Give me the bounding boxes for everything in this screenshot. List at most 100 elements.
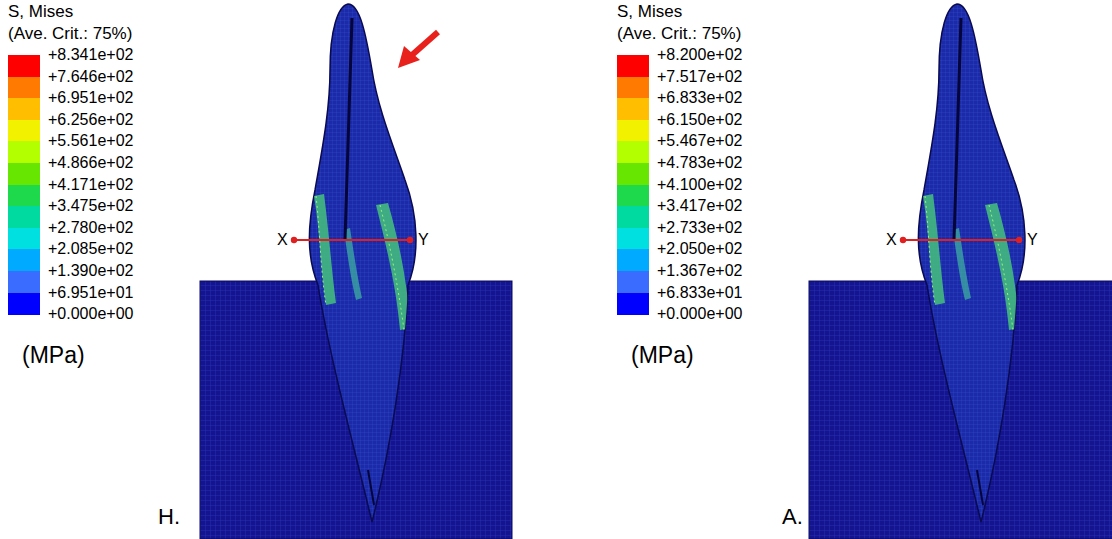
legend-slot: +1.390e+02	[48, 261, 133, 281]
pointer-arrowhead	[398, 46, 420, 68]
unit-label: (MPa)	[631, 342, 694, 370]
legend-slot: +4.171e+02	[48, 175, 133, 195]
label-slot: Y	[1027, 230, 1038, 249]
legend-title: S, Mises	[8, 2, 73, 22]
legend-swatch	[8, 185, 40, 207]
legend-value: +7.517e+02	[657, 67, 742, 87]
unit-label: (MPa)	[22, 342, 85, 370]
label-slot: S, Mises	[617, 2, 682, 22]
label-slot: (Ave. Crit.: 75%)	[617, 24, 741, 44]
legend-slot: +1.367e+02	[657, 261, 742, 281]
legend-swatch	[617, 141, 649, 163]
legend-value: +4.783e+02	[657, 153, 742, 173]
legend-swatch	[617, 249, 649, 271]
legend-subtitle: (Ave. Crit.: 75%)	[617, 24, 741, 44]
legend-swatch	[8, 228, 40, 250]
legend-value: +6.150e+02	[657, 110, 742, 130]
legend-swatch	[617, 98, 649, 120]
legend-swatch	[617, 77, 649, 99]
legend-slot: +3.417e+02	[657, 196, 742, 216]
legend-swatch	[8, 77, 40, 99]
legend-swatch	[617, 293, 649, 315]
legend-slot: +4.100e+02	[657, 175, 742, 195]
legend-value: +5.561e+02	[48, 131, 133, 151]
legend-slot: +6.150e+02	[657, 110, 742, 130]
legend-value: +2.733e+02	[657, 218, 742, 238]
legend-swatch	[617, 185, 649, 207]
legend-slot: +6.256e+02	[48, 110, 133, 130]
legend-value: +2.050e+02	[657, 239, 742, 259]
legend-value: +5.467e+02	[657, 131, 742, 151]
legend-slot: +3.475e+02	[48, 196, 133, 216]
legend-value: +0.000e+00	[48, 304, 133, 324]
label-slot: (MPa)	[631, 342, 694, 370]
legend-swatch	[8, 249, 40, 271]
legend-value: +6.951e+01	[48, 283, 133, 303]
legend-value: +7.646e+02	[48, 67, 133, 87]
label-slot: S, Mises	[8, 2, 73, 22]
legend-swatch	[8, 141, 40, 163]
legend-slot: +4.866e+02	[48, 153, 133, 173]
legend-value: +8.200e+02	[657, 45, 742, 65]
legend-slot: +6.833e+02	[657, 88, 742, 108]
legend-value: +1.367e+02	[657, 261, 742, 281]
legend-value: +4.866e+02	[48, 153, 133, 173]
legend-slot: +7.517e+02	[657, 67, 742, 87]
legend-slot: +5.561e+02	[48, 131, 133, 151]
legend-swatch	[617, 163, 649, 185]
legend-swatch	[617, 55, 649, 77]
panel-letter: A.	[782, 504, 803, 530]
pointer-arrow	[412, 32, 438, 55]
legend-value: +6.833e+02	[657, 88, 742, 108]
legend-value: +2.085e+02	[48, 239, 133, 259]
legend-slot: +2.780e+02	[48, 218, 133, 238]
label-slot: Y	[418, 230, 429, 249]
legend-value: +4.171e+02	[48, 175, 133, 195]
legend-slot: +0.000e+00	[48, 304, 133, 324]
legend-swatch	[8, 293, 40, 315]
section-end-label: X	[886, 230, 897, 249]
legend-value: +0.000e+00	[657, 304, 742, 324]
legend-slot: +6.833e+01	[657, 283, 742, 303]
legend-value: +1.390e+02	[48, 261, 133, 281]
legend-slot: +2.085e+02	[48, 239, 133, 259]
legend-subtitle: (Ave. Crit.: 75%)	[8, 24, 132, 44]
legend-slot: +8.341e+02	[48, 45, 133, 65]
label-slot: H.	[158, 504, 180, 530]
legend-swatch	[8, 120, 40, 142]
legend-value: +3.475e+02	[48, 196, 133, 216]
legend-swatch	[8, 98, 40, 120]
label-slot: X	[886, 230, 897, 249]
legend-slot: +0.000e+00	[657, 304, 742, 324]
legend-title: S, Mises	[617, 2, 682, 22]
legend-value: +4.100e+02	[657, 175, 742, 195]
legend-value: +6.833e+01	[657, 283, 742, 303]
legend-swatch	[617, 206, 649, 228]
panel-letter: H.	[158, 504, 180, 530]
legend-slot: +2.050e+02	[657, 239, 742, 259]
legend-swatch	[8, 206, 40, 228]
label-slot: (Ave. Crit.: 75%)	[8, 24, 132, 44]
legend-value: +6.256e+02	[48, 110, 133, 130]
legend-swatch	[8, 163, 40, 185]
legend-swatch	[617, 271, 649, 293]
legend-swatch	[617, 228, 649, 250]
legend-value: +3.417e+02	[657, 196, 742, 216]
legend-swatch	[8, 55, 40, 77]
label-slot: (MPa)	[22, 342, 85, 370]
legend-slot: +4.783e+02	[657, 153, 742, 173]
section-end-label: X	[277, 230, 288, 249]
legend-slot: +7.646e+02	[48, 67, 133, 87]
label-slot: A.	[782, 504, 803, 530]
section-end-label: Y	[418, 230, 429, 249]
legend-value: +8.341e+02	[48, 45, 133, 65]
label-slot: X	[277, 230, 288, 249]
legend-value: +6.951e+02	[48, 88, 133, 108]
legend-slot: +6.951e+02	[48, 88, 133, 108]
section-end-label: Y	[1027, 230, 1038, 249]
legend-value: +2.780e+02	[48, 218, 133, 238]
legend-slot: +8.200e+02	[657, 45, 742, 65]
legend-slot: +2.733e+02	[657, 218, 742, 238]
